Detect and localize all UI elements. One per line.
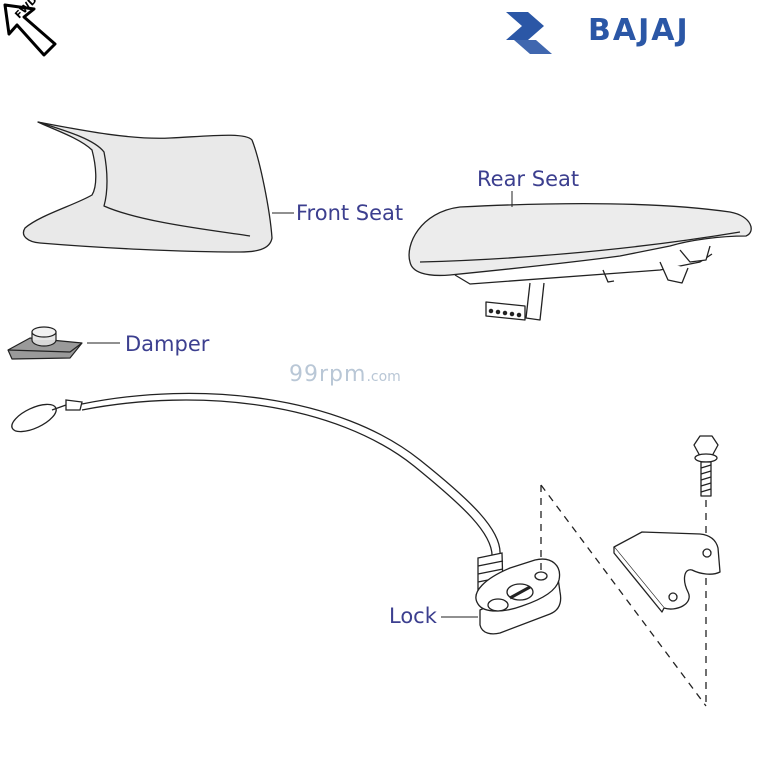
lock-part: [475, 558, 562, 635]
front-seat-label: Front Seat: [296, 201, 404, 225]
watermark-suffix: .com: [366, 369, 401, 385]
mounting-bracket-part: [613, 531, 721, 613]
damper-part: [7, 326, 83, 360]
bolt-part: [693, 435, 719, 497]
watermark: 99rpm.com: [289, 364, 401, 386]
front-seat-part: [22, 121, 273, 253]
lock-label: Lock: [389, 604, 437, 628]
damper-label: Damper: [125, 332, 210, 356]
lock-cable-part: [11, 392, 504, 593]
brand-name: BAJAJ: [588, 13, 690, 48]
assembly-guide-lines: [540, 484, 707, 707]
rear-seat-label: Rear Seat: [477, 167, 580, 191]
watermark-main: 99rpm: [289, 362, 367, 387]
rear-seat-part: [408, 203, 752, 321]
forward-arrow-icon: [3, 3, 57, 57]
bajaj-hexagon-logo-icon: [506, 12, 552, 54]
